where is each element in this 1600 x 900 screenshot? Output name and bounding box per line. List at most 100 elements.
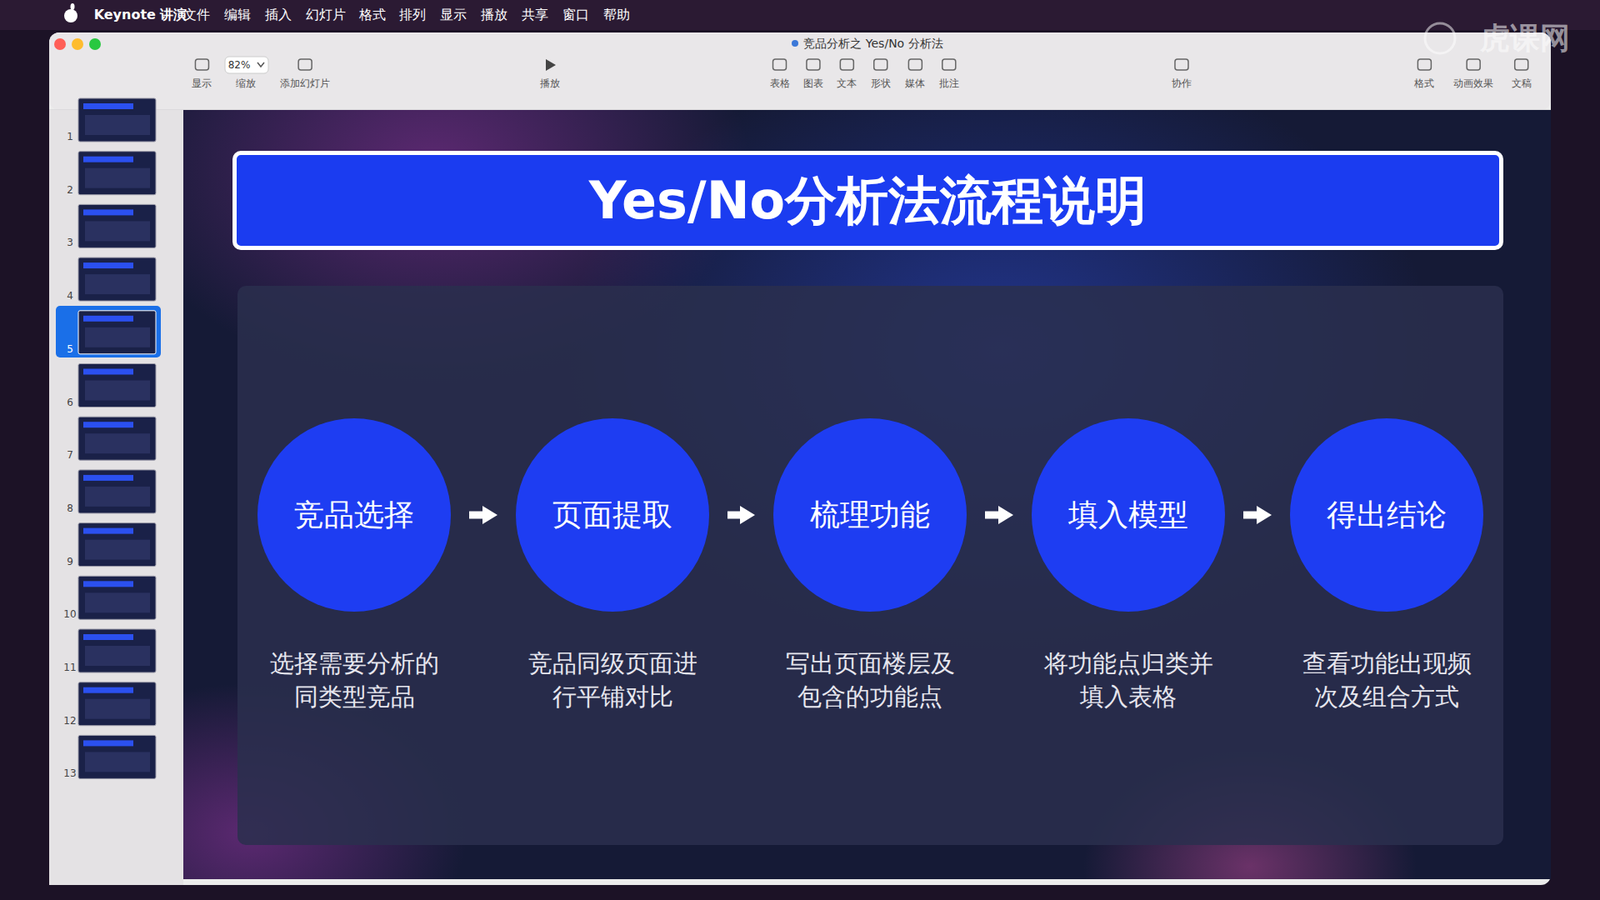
menu-bar <box>0 0 1600 30</box>
flow-arrow <box>1243 511 1260 520</box>
toolbar-label: 形状 <box>870 77 891 90</box>
process-step: 梳理功能写出页面楼层及包含的功能点 <box>773 418 967 714</box>
thumbnail-title-bar <box>83 209 134 215</box>
step-description: 写出页面楼层及包含的功能点 <box>781 646 959 714</box>
toolbar-label: 显示 <box>191 77 212 90</box>
process-step: 得出结论查看功能出现频次及组合方式 <box>1290 418 1484 714</box>
thumbnail-body <box>85 433 150 454</box>
toolbar-icon <box>1175 59 1189 70</box>
toolbar-icon <box>195 59 209 70</box>
toolbar-label: 媒体 <box>905 77 925 90</box>
slide-number: 13 <box>63 767 76 780</box>
slide-thumbnail <box>78 204 156 248</box>
step-description: 竞品同级页面进行平铺对比 <box>524 646 701 714</box>
slide-number: 6 <box>66 395 74 408</box>
toolbar-icon <box>298 59 312 70</box>
toolbar-label: 添加幻灯片 <box>280 77 330 90</box>
toolbar-label: 播放 <box>540 77 560 90</box>
slide-number: 3 <box>66 236 74 249</box>
menu-item: 格式 <box>359 6 386 23</box>
toolbar-label: 缩放 <box>235 77 256 90</box>
process-step: 填入模型将功能点归类并填入表格 <box>1031 418 1225 714</box>
slide-thumbnail <box>78 310 156 355</box>
flow-arrow <box>727 511 744 520</box>
toolbar-icon <box>773 59 787 70</box>
zoom-value: 82% <box>228 59 251 71</box>
step-circle: 竞品选择 <box>257 418 451 612</box>
menu-item: 窗口 <box>562 6 590 23</box>
watermark: 虎课网 <box>1480 20 1570 56</box>
slide-thumbnail <box>78 523 156 567</box>
zoom-box <box>225 56 269 74</box>
step-circle: 填入模型 <box>1031 418 1225 612</box>
toolbar-label: 表格 <box>770 77 790 90</box>
thumbnail-title-bar <box>83 103 134 110</box>
toolbar-label: 文稿 <box>1511 77 1532 90</box>
app-window <box>49 32 1551 885</box>
slide-number: 11 <box>63 661 76 674</box>
slide-number: 7 <box>66 449 74 461</box>
thumbnail-body <box>85 645 150 666</box>
thumbnail-body <box>85 751 150 772</box>
thumbnail-body <box>85 168 150 189</box>
toolbar-label: 批注 <box>939 77 960 90</box>
slide-number: 8 <box>66 502 74 515</box>
toolbar-label: 动画效果 <box>1453 77 1494 90</box>
slide-number: 12 <box>63 714 76 726</box>
zoom-chevron <box>257 62 265 67</box>
apple-logo-leaf <box>70 3 75 10</box>
slide-number: 9 <box>66 555 74 567</box>
toolbar-icon <box>942 59 956 70</box>
toolbar-label: 图表 <box>803 77 824 90</box>
thumbnail-body <box>85 220 150 241</box>
thumbnail-title-bar <box>83 634 134 640</box>
thumbnail-title-bar <box>83 156 134 163</box>
thumbnail-title-bar <box>83 315 134 322</box>
slide-canvas <box>183 110 1551 880</box>
content-panel <box>237 285 1504 845</box>
menu-item: 播放 <box>480 6 508 23</box>
menu-item: 编辑 <box>224 6 251 23</box>
window-title: 竞品分析之 Yes/No 分析法 <box>803 36 943 51</box>
thumbnail-body <box>85 540 150 560</box>
document-dot <box>791 40 799 47</box>
slide-thumbnail <box>78 151 156 195</box>
thumbnail-title-bar <box>83 687 134 694</box>
play-icon <box>545 59 556 71</box>
slide-thumbnail <box>78 682 156 726</box>
traffic-light <box>54 38 66 50</box>
slide-thumbnail <box>78 364 156 408</box>
slide-number: 4 <box>66 290 74 302</box>
thumbnail-title-bar <box>83 421 134 428</box>
slide-number: 2 <box>66 183 74 195</box>
thumbnail-body <box>85 592 150 613</box>
toolbar-label: 格式 <box>1414 77 1435 90</box>
step-description: 将功能点归类并填入表格 <box>1040 646 1217 714</box>
menu-item: 显示 <box>440 6 467 23</box>
toolbar-icon <box>806 59 820 70</box>
menu-item: 幻灯片 <box>305 6 346 23</box>
toolbar-label: 协作 <box>1171 77 1192 90</box>
slide-thumbnail <box>78 98 156 142</box>
toolbar-icon <box>908 59 922 70</box>
menu-item: 共享 <box>521 6 549 23</box>
thumbnail-title-bar <box>83 580 134 587</box>
toolbar-icon <box>1417 59 1431 70</box>
thumbnail-title-bar <box>83 369 134 375</box>
menu-item: Keynote 讲演 <box>94 6 188 23</box>
step-circle: 梳理功能 <box>773 418 967 612</box>
thumbnail-title-bar <box>83 528 134 535</box>
thumbnail-body <box>85 699 150 720</box>
thumbnail-body <box>85 274 150 295</box>
thumbnail-body <box>85 115 150 135</box>
step-circle: 页面提取 <box>515 418 710 612</box>
thumbnail-title-bar <box>83 262 134 269</box>
slide-number: 5 <box>66 343 74 355</box>
slide-thumbnail <box>78 629 156 673</box>
watermark-logo <box>1425 23 1455 54</box>
toolbar-icon <box>1466 59 1480 70</box>
flow-arrow <box>469 511 486 520</box>
traffic-light <box>71 38 84 50</box>
slide-thumbnail <box>78 416 156 460</box>
thumbnail-title-bar <box>83 740 134 746</box>
